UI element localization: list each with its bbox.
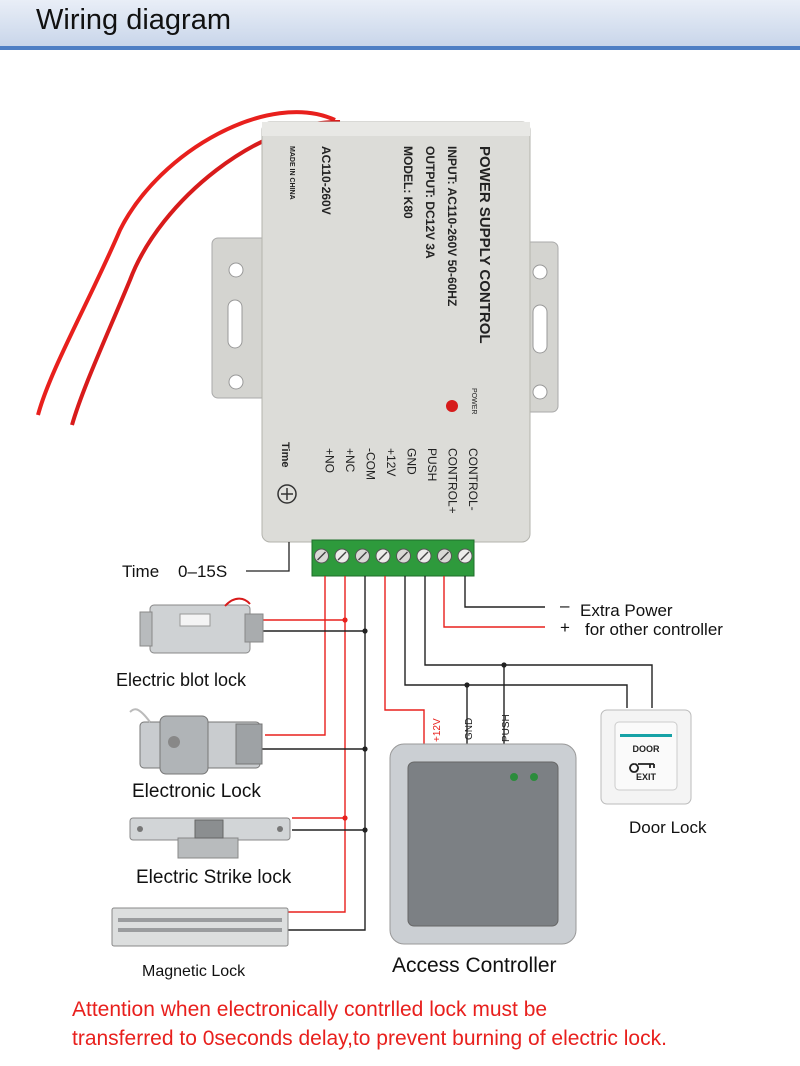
terminal-screw-slot: [440, 551, 449, 561]
electronic-lock-image: [129, 708, 263, 775]
time-pointer-line: [246, 542, 290, 572]
strike-lock-image: [129, 817, 291, 859]
junction-dots-black: [362, 628, 507, 833]
time-pot-slot: [281, 488, 293, 500]
flange-hole: [228, 374, 244, 390]
terminal-screw-slot: [419, 551, 429, 561]
terminal-screw-slot: [378, 551, 388, 561]
wire-label-gnd: GND: [464, 718, 475, 740]
door-exit-button-image: DOOR EXIT: [600, 709, 692, 805]
psu-title: POWER SUPPLY CONTROL: [476, 146, 493, 344]
lock-red-wire-b: [287, 576, 346, 913]
flange-slot: [532, 304, 548, 354]
flange-hole: [228, 262, 244, 278]
push-wire: [424, 576, 653, 708]
psu-output: OUTPUT: DC12V 3A: [423, 146, 437, 259]
extra-power-minus-wire: [464, 576, 545, 608]
terminal-screw-slot: [399, 551, 408, 561]
extra-power-plus-sign: +: [560, 618, 570, 637]
power-led: [446, 400, 458, 412]
controller-12v-wire: [384, 576, 425, 744]
flange-hole: [532, 264, 548, 280]
junction-dots: [342, 617, 348, 821]
terminal-screw-slot: [337, 551, 347, 561]
extra-power-sub-label: for other controller: [585, 620, 723, 639]
door-lock-label: Door Lock: [629, 818, 707, 837]
wire-label-12v: +12V: [432, 718, 443, 742]
extra-power-label: Extra Power: [580, 601, 673, 620]
magnetic-lock-image: [111, 907, 289, 947]
terminal-label: +NC: [343, 448, 357, 473]
attention-line-2: transferred to 0seconds delay,to prevent…: [72, 1027, 667, 1050]
terminal-screw-slot: [317, 551, 326, 561]
terminal-label: CONTROL+: [446, 448, 460, 514]
access-controller-label: Access Controller: [392, 954, 557, 977]
terminal-label: CONTROL-: [466, 448, 480, 511]
psu-model: MODEL: K80: [401, 146, 415, 219]
wire-label-push: PUSH: [501, 714, 512, 742]
mains-wire-1: [36, 110, 336, 416]
time-range-label: Time 0–15S: [122, 562, 228, 581]
psu-ac-range: AC110-260V: [319, 146, 333, 215]
key-icon: [629, 763, 655, 773]
extra-power-plus-wire: [443, 576, 545, 628]
extra-power-minus-sign: –: [560, 596, 570, 615]
psu-made-in: MADE IN CHINA: [288, 146, 295, 200]
terminal-label: PUSH: [425, 448, 439, 481]
terminal-screw-slot: [460, 551, 470, 561]
terminal-label: +NO: [323, 448, 337, 473]
bolt-lock-image: [139, 597, 264, 654]
lock-red-wire-a: [265, 576, 326, 736]
psu-power-label: POWER: [470, 388, 477, 414]
terminal-label: GND: [405, 448, 419, 475]
magnetic-lock-label: Magnetic Lock: [142, 963, 246, 980]
electronic-lock-label: Electronic Lock: [132, 781, 261, 802]
attention-line-1: Attention when electronically contrlled …: [72, 998, 548, 1021]
terminal-label: +12V: [384, 448, 398, 476]
flange-hole: [532, 384, 548, 400]
header-bar: Wiring diagram: [0, 0, 800, 50]
gnd-wire: [404, 576, 628, 708]
strike-lock-label: Electric Strike lock: [136, 867, 292, 888]
door-exit-text: EXIT: [636, 772, 657, 782]
terminal-label: -COM: [364, 448, 378, 480]
page-title: Wiring diagram: [36, 4, 231, 36]
access-controller-image: [389, 743, 577, 945]
lock-black-wire: [287, 576, 366, 931]
bolt-lock-label: Electric blot lock: [116, 670, 247, 690]
door-title-text: DOOR: [633, 744, 661, 754]
power-supply-edge: [262, 122, 530, 136]
terminal-screw-slot: [358, 551, 367, 561]
psu-input: INPUT: AC110-260V 50-60HZ: [445, 146, 459, 306]
psu-time-label: Time: [279, 442, 291, 467]
flange-slot: [227, 299, 243, 349]
